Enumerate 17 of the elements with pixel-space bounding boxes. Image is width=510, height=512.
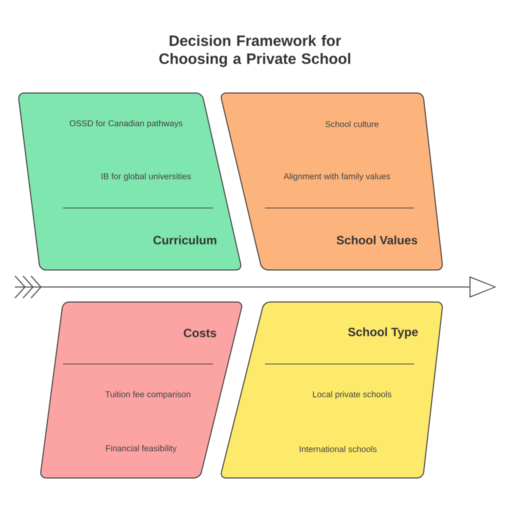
branch-heading: Costs — [184, 328, 216, 338]
factor-text: OSSD for Canadian pathways — [70, 120, 182, 128]
branch-heading: School Values — [336, 236, 418, 244]
factor-text: Local private schools — [313, 391, 392, 399]
factor-text: IB for global universities — [102, 173, 191, 181]
factor-text: School culture — [325, 120, 379, 128]
branch-heading: School Type — [348, 327, 418, 339]
factor-text: Tuition fee comparison — [105, 391, 190, 399]
factor-text: International schools — [300, 446, 377, 452]
branch-box — [220, 92, 443, 270]
branch-box — [220, 302, 443, 478]
branch-box — [40, 302, 242, 478]
factor-text: Alignment with family values — [284, 173, 390, 181]
branch-heading: Curriculum — [153, 236, 216, 244]
factor-text: Financial feasibility — [106, 445, 177, 453]
title: Decision Framework for Choosing a Private School — [159, 34, 350, 68]
branch-box — [18, 92, 242, 270]
